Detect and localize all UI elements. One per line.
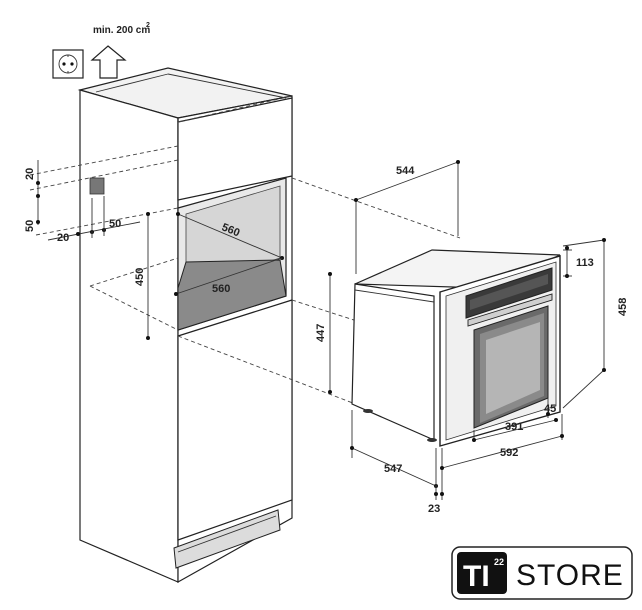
dim-front-width: 592 bbox=[500, 447, 518, 459]
dim-panel-height: 113 bbox=[576, 257, 594, 269]
dim-door-offset: 45 bbox=[544, 403, 556, 415]
power-socket-icon bbox=[52, 49, 84, 79]
dim-niche-top-gap: 20 bbox=[24, 168, 36, 180]
dim-vent-height: 50 bbox=[24, 220, 36, 232]
airflow-up-arrow-icon bbox=[90, 45, 127, 79]
dim-front-thickness: 23 bbox=[428, 503, 440, 515]
dim-front-height: 458 bbox=[617, 298, 629, 316]
ventilation-superscript: 2 bbox=[146, 22, 150, 29]
oven bbox=[351, 249, 561, 447]
dim-niche-depth: 560 bbox=[212, 283, 230, 295]
vent-dimensions: 20 50 20 50 bbox=[24, 160, 141, 244]
logo-number: 22 bbox=[494, 557, 504, 567]
logo-word: STORE bbox=[516, 559, 624, 592]
niche-dimensions: 450 560 560 bbox=[134, 212, 284, 340]
store-logo: TI 22 STORE bbox=[451, 546, 633, 600]
dim-oven-depth-top: 544 bbox=[396, 165, 415, 177]
tall-cabinet bbox=[77, 67, 293, 584]
projection-lines bbox=[29, 95, 461, 406]
vent-grille bbox=[89, 177, 105, 195]
dim-vent-width: 50 bbox=[109, 218, 121, 230]
dim-door-width: 391 bbox=[505, 421, 523, 433]
dim-vent-side-gap: 20 bbox=[57, 232, 69, 244]
dim-oven-height: 447 bbox=[315, 324, 327, 342]
oven-dimensions: 544 447 113 458 45 391 bbox=[315, 160, 629, 515]
dim-oven-body-depth: 547 bbox=[384, 463, 402, 475]
dim-niche-height: 450 bbox=[134, 268, 146, 286]
ventilation-note: min. 200 cm 2 bbox=[93, 22, 150, 36]
logo-brand: TI bbox=[463, 560, 490, 593]
ventilation-label: min. 200 cm bbox=[93, 25, 150, 36]
